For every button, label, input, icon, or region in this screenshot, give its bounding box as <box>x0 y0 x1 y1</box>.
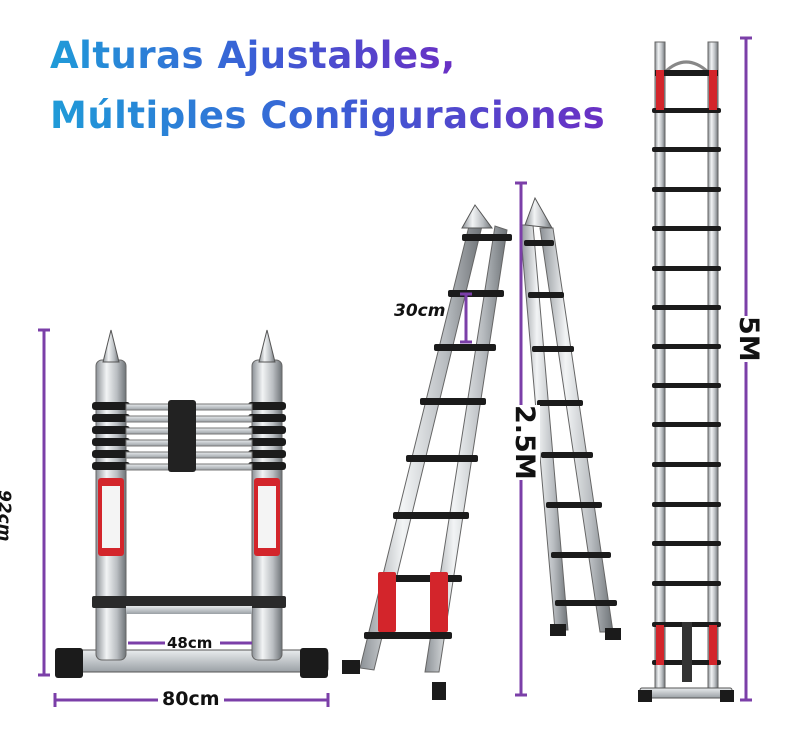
a-right-hinge <box>524 196 553 229</box>
folded-strap <box>168 400 196 472</box>
a-left-label <box>378 572 396 632</box>
folded-foot-right <box>300 648 328 678</box>
folded-ladder <box>55 329 329 678</box>
a-frame-height-label: 2.5M <box>509 405 540 480</box>
folded-height-label: 92cm <box>0 490 14 542</box>
a-frame-ladder <box>342 196 621 700</box>
ext-rungs <box>652 108 721 665</box>
extended-ladder <box>638 41 734 702</box>
inner-width-label: 48cm <box>167 634 213 652</box>
folded-foot-left <box>55 648 83 678</box>
headline-line-2: Múltiples Configuraciones <box>50 94 606 137</box>
outer-width-label: 80cm <box>158 688 224 710</box>
extended-dimension-lines <box>740 36 752 702</box>
ext-right-rail <box>707 41 719 695</box>
headline-line-1: Alturas Ajustables, <box>50 34 456 77</box>
folded-right-hinge <box>258 329 276 363</box>
ext-top-arc <box>663 60 710 74</box>
a-right-rungs <box>524 240 617 606</box>
a-right-label <box>430 572 448 632</box>
folded-clip-stack <box>92 402 286 470</box>
folded-bottom-rung <box>92 596 286 608</box>
rung-spacing-label: 30cm <box>394 301 446 321</box>
folded-left-hinge <box>102 329 120 363</box>
extended-height-label: 5M <box>733 316 764 362</box>
ext-left-rail <box>654 41 666 695</box>
a-left-back-rail <box>424 225 508 673</box>
a-left-hinge <box>461 204 493 229</box>
